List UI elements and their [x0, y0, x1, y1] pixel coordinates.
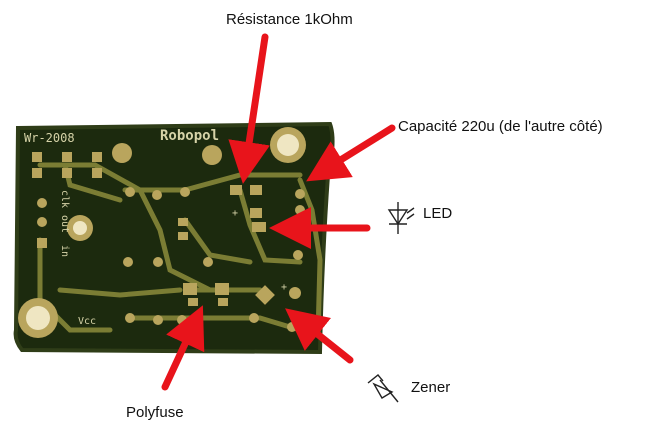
- silkscreen: Wr-2008 Robopol clk out in Vcc + +: [24, 128, 287, 327]
- arrow-capacitor: [306, 124, 396, 182]
- pcb-board: Wr-2008 Robopol clk out in Vcc + +: [13, 121, 335, 355]
- arrow-zener: [285, 308, 354, 364]
- silk-vcc: Vcc: [78, 316, 96, 327]
- label-led: LED: [423, 205, 453, 222]
- silk-pin-clk: clk: [59, 190, 70, 208]
- label-polyfuse: Polyfuse: [126, 404, 184, 421]
- label-zener: Zener: [411, 379, 451, 396]
- silk-pin-out: out: [59, 215, 70, 233]
- led-diode-symbol-icon: [387, 202, 415, 234]
- silk-pin-in: in: [59, 245, 70, 257]
- label-capacitor: Capacité 220u (de l'autre côté): [398, 118, 603, 135]
- zener-diode-symbol-icon: [367, 374, 399, 403]
- arrow-resistor: [228, 33, 270, 184]
- silk-diode-mark: +: [281, 282, 287, 293]
- label-resistor: Résistance 1kOhm: [226, 11, 353, 28]
- mounting-holes: [18, 127, 306, 338]
- arrow-polyfuse: [161, 305, 205, 391]
- silk-brand: Robopol: [160, 128, 219, 144]
- silk-cap-mark: +: [232, 208, 238, 219]
- silk-year: Wr-2008: [24, 131, 75, 145]
- callout-arrows: [161, 33, 396, 391]
